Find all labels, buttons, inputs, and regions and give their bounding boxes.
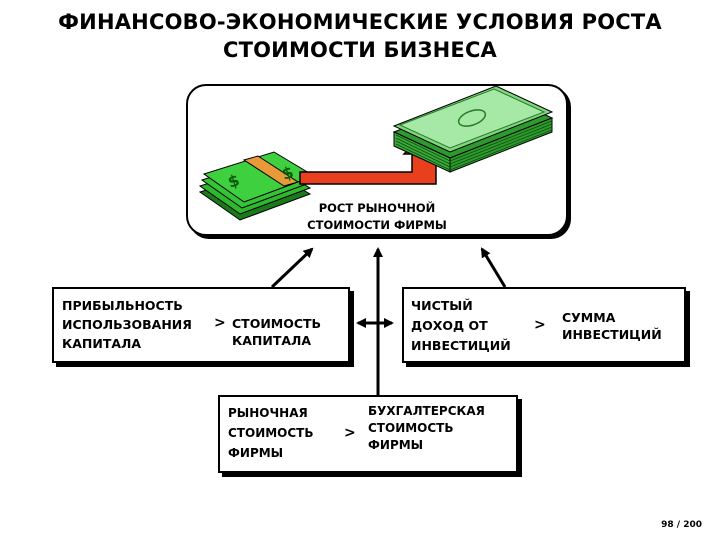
bottom-lhs-line-1: РЫНОЧНАЯ xyxy=(228,406,308,420)
right-rhs-line-1: СУММА xyxy=(562,310,616,325)
cost-of-capital-text: СТОИМОСТЬ КАПИТАЛА xyxy=(232,315,321,349)
bottom-rhs-line-2: СТОИМОСТЬ xyxy=(368,421,454,435)
small-money-stack-icon: $ $ xyxy=(198,151,316,221)
growth-label-line-2: СТОИМОСТИ ФИРМЫ xyxy=(307,218,447,232)
bottom-greater-than: > xyxy=(344,425,356,441)
arrow-right-to-top xyxy=(480,247,507,288)
market-value-growth-box: $ $ РОСТ РЫНОЧ xyxy=(186,84,568,236)
investment-sum-text: СУММА ИНВЕСТИЦИЙ xyxy=(562,309,662,343)
right-lhs-line-1: ЧИСТЫЙ xyxy=(411,298,473,313)
net-investment-income-text: ЧИСТЫЙ ДОХОД ОТ ИНВЕСТИЦИЙ xyxy=(411,296,511,356)
left-rhs-line-2: КАПИТАЛА xyxy=(232,333,312,348)
capital-profitability-box: ПРИБЫЛЬНОСТЬ ИСПОЛЬЗОВАНИЯ КАПИТАЛА > СТ… xyxy=(52,287,350,363)
title-line-1: ФИНАНСОВО-ЭКОНОМИЧЕСКИЕ УСЛОВИЯ РОСТА xyxy=(58,10,662,34)
growth-label-line-1: РОСТ РЫНОЧНОЙ xyxy=(318,201,436,215)
page-title: ФИНАНСОВО-ЭКОНОМИЧЕСКИЕ УСЛОВИЯ РОСТА СТ… xyxy=(0,8,720,64)
right-rhs-line-2: ИНВЕСТИЦИЙ xyxy=(562,327,662,342)
market-value-text: РЫНОЧНАЯ СТОИМОСТЬ ФИРМЫ xyxy=(228,403,314,463)
capital-profitability-text: ПРИБЫЛЬНОСТЬ ИСПОЛЬЗОВАНИЯ КАПИТАЛА xyxy=(62,296,192,353)
net-investment-income-box: ЧИСТЫЙ ДОХОД ОТ ИНВЕСТИЦИЙ > СУММА ИНВЕС… xyxy=(402,287,686,363)
right-lhs-line-3: ИНВЕСТИЦИЙ xyxy=(411,338,511,353)
title-line-2: СТОИМОСТИ БИЗНЕСА xyxy=(222,38,498,62)
left-rhs-line-1: СТОИМОСТЬ xyxy=(232,316,322,331)
left-lhs-line-1: ПРИБЫЛЬНОСТЬ xyxy=(62,298,183,313)
market-value-growth-label: РОСТ РЫНОЧНОЙ СТОИМОСТИ ФИРМЫ xyxy=(188,200,566,234)
book-value-text: БУХГАЛТЕРСКАЯ СТОИМОСТЬ ФИРМЫ xyxy=(368,403,485,454)
left-lhs-line-2: ИСПОЛЬЗОВАНИЯ xyxy=(62,317,192,332)
bottom-rhs-line-3: ФИРМЫ xyxy=(368,438,424,452)
left-lhs-line-3: КАПИТАЛА xyxy=(62,336,142,351)
bottom-rhs-line-1: БУХГАЛТЕРСКАЯ xyxy=(368,404,485,418)
market-vs-book-value-box: РЫНОЧНАЯ СТОИМОСТЬ ФИРМЫ > БУХГАЛТЕРСКАЯ… xyxy=(218,395,518,473)
left-greater-than: > xyxy=(214,315,226,331)
bottom-lhs-line-3: ФИРМЫ xyxy=(228,446,284,460)
page-number: 98 / 200 xyxy=(661,520,702,530)
arrow-left-to-top xyxy=(270,247,314,289)
money-illustration: $ $ xyxy=(198,86,554,221)
right-greater-than: > xyxy=(534,317,546,333)
bottom-lhs-line-2: СТОИМОСТЬ xyxy=(228,426,314,440)
large-money-stack-icon xyxy=(392,86,554,173)
right-lhs-line-2: ДОХОД ОТ xyxy=(411,318,488,333)
